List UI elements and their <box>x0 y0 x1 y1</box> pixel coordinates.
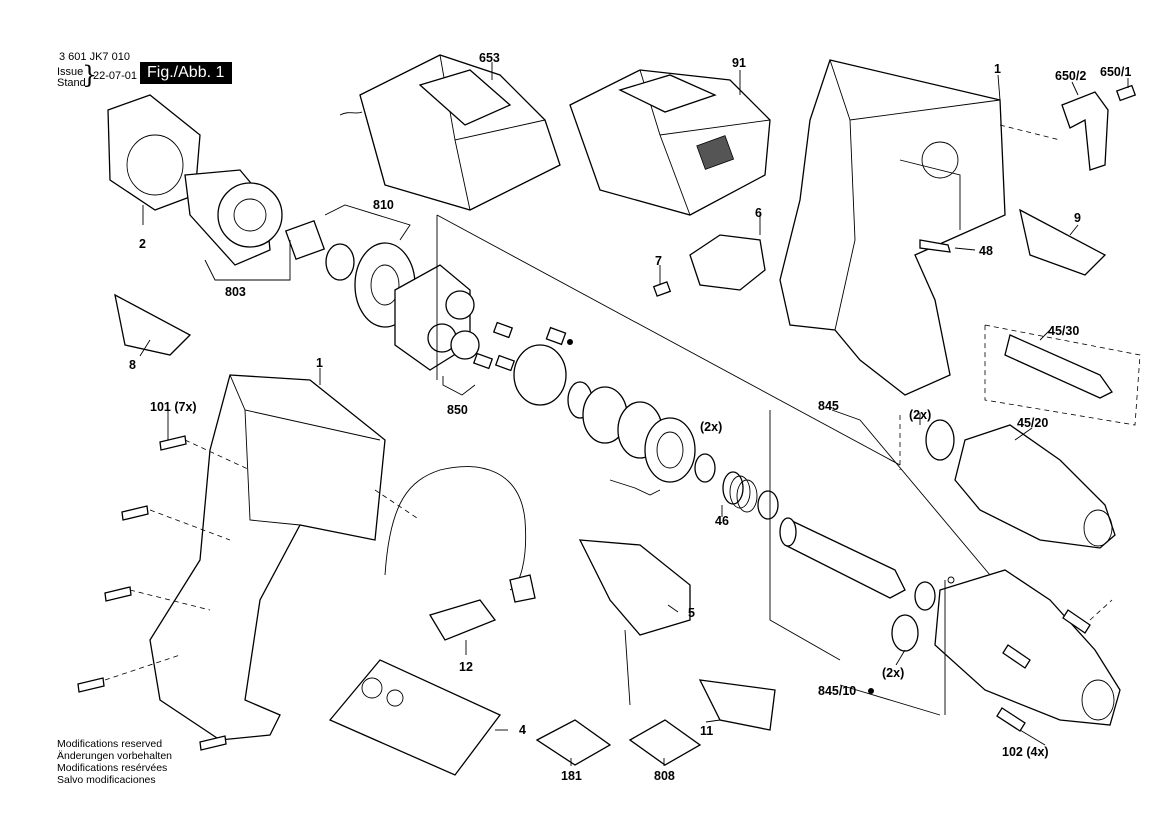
callout-101: 101 (7x) <box>150 400 197 414</box>
screw-part <box>1002 644 1031 669</box>
bit-holder-part <box>1004 334 1113 399</box>
callout-45-30: 45/30 <box>1048 324 1079 338</box>
callout-808: 808 <box>654 769 675 783</box>
wire-harness-part <box>384 466 527 591</box>
callout-810: 810 <box>373 198 394 212</box>
planetary-gear-part <box>394 264 480 371</box>
nose-cone-part <box>954 424 1116 549</box>
pin-part <box>472 352 494 370</box>
issue-date: 22-07-01 <box>93 70 138 82</box>
figure-label: Fig./Abb. 1 <box>140 62 233 84</box>
motor-part <box>107 94 201 211</box>
belt-clip-part <box>1061 91 1109 171</box>
armature-part <box>184 169 326 266</box>
screw-part <box>121 505 149 521</box>
callout-48: 48 <box>979 244 993 258</box>
label-plate-11 <box>698 679 776 731</box>
marker-dot <box>868 688 874 694</box>
issue-label: Issue <box>57 66 84 78</box>
screw-part <box>1062 609 1091 634</box>
note-line: Modifications reserved <box>57 738 163 750</box>
clip-screw-part <box>1115 84 1137 102</box>
battery-part <box>569 69 771 216</box>
label-plate-181 <box>535 719 612 766</box>
screw-part <box>996 707 1026 732</box>
callout-650-1: 650/1 <box>1100 65 1131 79</box>
circuit-board-part <box>328 659 502 776</box>
pin-part <box>492 321 514 339</box>
seal-ring-part <box>925 419 955 461</box>
callout-5: 5 <box>688 606 695 620</box>
lock-part <box>689 234 766 291</box>
callout-46: 46 <box>715 514 729 528</box>
pin-part <box>545 326 567 346</box>
screw-part <box>77 677 105 693</box>
callout-11: 11 <box>700 724 713 738</box>
spindle-part <box>779 517 936 611</box>
leader-lines <box>139 62 1129 766</box>
gear-carrier-part <box>513 344 567 406</box>
note-line: Salvo modificaciones <box>57 774 156 786</box>
callout-845-10: 845/10 <box>818 684 856 698</box>
dashed-guide-lines <box>104 124 1141 681</box>
connector-part <box>509 574 536 603</box>
washer-part <box>757 490 779 520</box>
callout-12: 12 <box>459 660 473 674</box>
document-number: 3 601 JK7 010 <box>59 51 130 63</box>
screw-part <box>104 586 132 602</box>
marker-dot <box>567 339 573 345</box>
wire-spring-part <box>609 479 661 496</box>
callout-803: 803 <box>225 285 246 299</box>
housing-right-part <box>779 59 1006 396</box>
note-line: Änderungen vorbehalten <box>57 750 173 762</box>
callout-8: 8 <box>129 358 136 372</box>
switch-part <box>578 539 691 636</box>
brace-glyph: } <box>82 61 98 89</box>
spring-part <box>722 471 758 513</box>
note-line: Modifications resérvées <box>57 762 168 774</box>
pin-part <box>494 354 516 372</box>
callout-45-20: 45/20 <box>1017 416 1048 430</box>
callout-7: 7 <box>655 254 662 268</box>
callout-1-housing: 1 <box>316 356 323 370</box>
callout-2: 2 <box>139 237 146 251</box>
callout-9: 9 <box>1074 211 1081 225</box>
callout-653: 653 <box>479 51 500 65</box>
callout-6: 6 <box>755 206 762 220</box>
led-part <box>652 281 672 297</box>
callout-1-top: 1 <box>994 62 1001 76</box>
stand-label: Stand <box>57 77 86 89</box>
callout-845: 845 <box>818 399 839 413</box>
seal-ring-part <box>891 614 919 652</box>
label-plate-8 <box>114 293 192 356</box>
label-plate-9 <box>1019 208 1107 276</box>
callout-850: 850 <box>447 403 468 417</box>
callout-2x-c: (2x) <box>882 666 904 680</box>
label-plate-808 <box>628 719 702 766</box>
electronics-module-part <box>429 599 497 641</box>
charger-part <box>339 54 561 211</box>
housing-left-part <box>149 374 386 741</box>
callout-650-2: 650/2 <box>1055 69 1086 83</box>
modification-notes: Modifications reserved Änderungen vorbeh… <box>57 738 172 786</box>
ring-part <box>694 453 716 483</box>
screw-part <box>159 435 187 451</box>
callout-181: 181 <box>561 769 582 783</box>
screw-part <box>199 735 227 751</box>
callout-2x-b: (2x) <box>909 408 931 422</box>
callout-2x-a: (2x) <box>700 420 722 434</box>
clip-48-part <box>919 239 951 253</box>
callout-102: 102 (4x) <box>1002 745 1049 759</box>
callout-91: 91 <box>732 56 746 70</box>
marker-ring <box>947 576 955 584</box>
callout-4: 4 <box>519 723 526 737</box>
gear-housing-part <box>934 569 1121 726</box>
ring-part <box>644 417 696 483</box>
